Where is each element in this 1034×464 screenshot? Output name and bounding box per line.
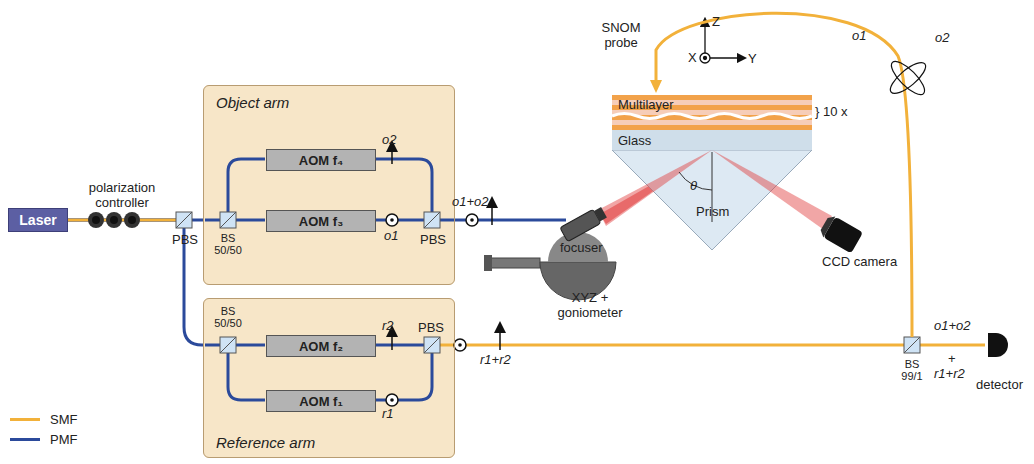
legend-swatch <box>10 418 40 421</box>
legend-text: SMF <box>50 412 77 427</box>
part-label: Y <box>748 51 757 66</box>
part-label: Glass <box>618 133 651 148</box>
part-label: } 10 x <box>815 104 848 119</box>
multilayer-stack <box>612 95 812 130</box>
aom-box: AOM f₁ <box>266 390 376 412</box>
part-label: o2 <box>935 30 949 45</box>
smf-fiber <box>656 13 912 337</box>
ccd-camera <box>818 214 863 254</box>
legend-entry: SMF <box>10 412 77 427</box>
arm-heading: Reference arm <box>216 434 315 451</box>
smf-fiber <box>432 344 985 347</box>
box-label: AOM f₄ <box>299 153 343 168</box>
xyz-goniometer-stage <box>484 232 616 300</box>
part-label: BS 99/1 <box>894 358 930 382</box>
polarization-ellipse <box>886 57 930 99</box>
aom-box: AOM f₄ <box>266 149 376 171</box>
laser-beam <box>598 150 712 226</box>
reference-arm-ground <box>203 298 455 458</box>
part-label: BS 50/50 <box>210 305 246 329</box>
laser-box: Laser <box>8 208 68 232</box>
part-label: SNOM probe <box>596 20 646 50</box>
pmf-connector <box>68 220 203 345</box>
arm-heading: Object arm <box>216 94 289 111</box>
part-label: X <box>688 50 697 65</box>
box-label: AOM f₃ <box>299 214 343 229</box>
focuser <box>560 205 608 241</box>
part-label: Prism <box>696 204 729 219</box>
axes <box>700 22 742 63</box>
polarization-symbol <box>386 146 500 406</box>
part-label: detector <box>976 377 1023 392</box>
legend-text: PMF <box>50 432 77 447</box>
part-label: o1 <box>852 28 866 43</box>
part-label: Multilayer <box>618 97 674 112</box>
part-label: r1 <box>382 406 394 421</box>
box-label: AOM f₂ <box>299 339 343 354</box>
part-label: PBS <box>420 232 446 247</box>
legend-swatch <box>10 438 40 441</box>
part-label: XYZ + goniometer <box>552 290 628 320</box>
part-label: r2 <box>382 318 394 333</box>
detector <box>988 333 1008 357</box>
part-label: Z <box>712 14 720 29</box>
part-label: PBS <box>172 232 198 247</box>
part-label: o1+o2 <box>452 194 489 209</box>
laser-beam <box>712 150 832 230</box>
aom-box: AOM f₂ <box>266 335 376 357</box>
polarization-controller <box>88 212 140 228</box>
part-label: polarization controller <box>80 180 164 210</box>
box-label: Laser <box>19 212 56 228</box>
glass-slab <box>612 130 812 150</box>
part-label: o1 <box>384 228 398 243</box>
layer-stripe <box>612 120 812 125</box>
part-label: BS 50/50 <box>210 232 246 256</box>
pmf-fiber <box>205 159 566 400</box>
part-label: + <box>948 351 956 366</box>
part-label: r1+r2 <box>480 352 511 367</box>
legend-entry: PMF <box>10 432 77 447</box>
object-arm-ground <box>203 85 455 285</box>
aom-box: AOM f₃ <box>266 210 376 232</box>
part-label: focuser <box>560 240 603 255</box>
part-label: CCD camera <box>822 254 897 269</box>
stack-break <box>612 114 812 119</box>
snom-probe-tip <box>650 80 662 93</box>
layer-stripe <box>612 125 812 130</box>
part-label: θ <box>690 178 697 193</box>
box-label: AOM f₁ <box>299 394 343 409</box>
beam-splitter <box>176 212 920 353</box>
part-label: o1+o2 <box>934 318 971 333</box>
part-label: r1+r2 <box>934 366 965 381</box>
part-label: o2 <box>382 132 396 147</box>
part-label: PBS <box>418 320 444 335</box>
